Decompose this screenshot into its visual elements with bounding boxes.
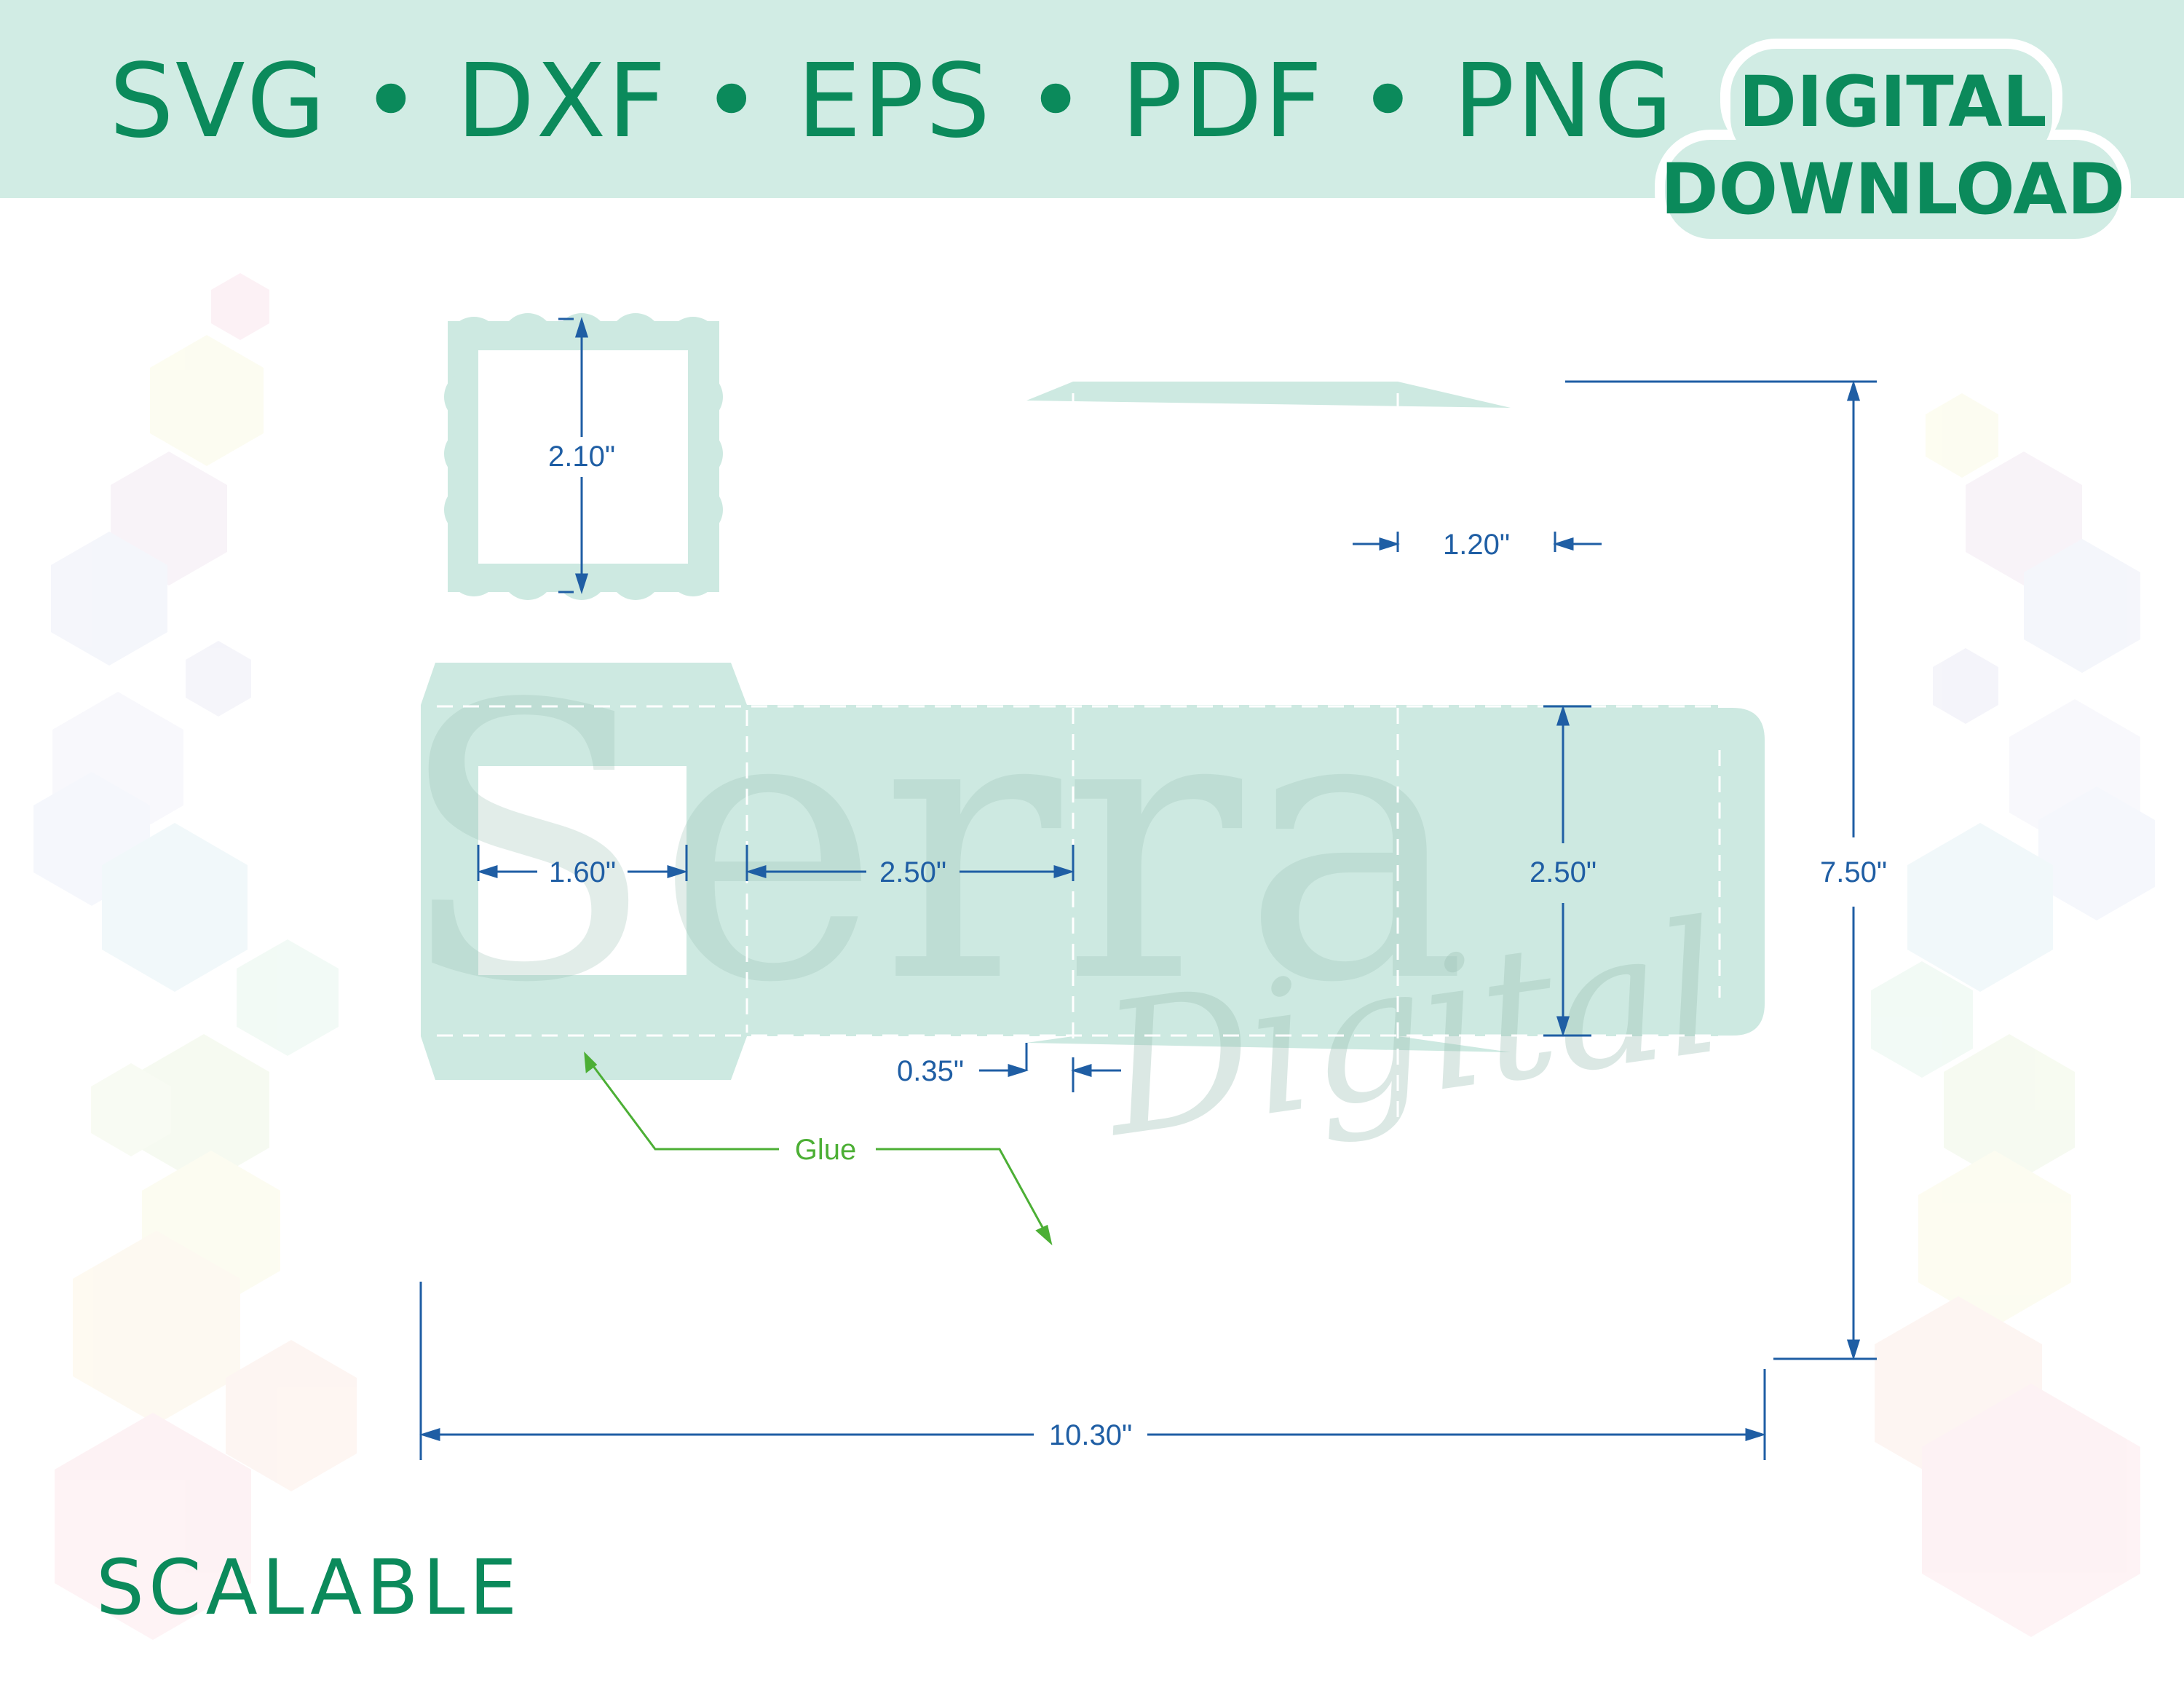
digital-download-text: DIGITAL DOWNLOAD [1653, 58, 2133, 233]
dim-panel-width-label: 2.50" [879, 856, 946, 888]
hexagon-decoration [33, 273, 2155, 1640]
dim-window-width-label: 1.60" [549, 856, 616, 888]
scalable-label: SCALABLE [96, 1543, 522, 1632]
watermark-brand: Serra [397, 624, 1468, 1065]
file-formats-heading: SVG • DXF • EPS • PDF • PNG [109, 42, 1674, 161]
box-net [421, 382, 1765, 1080]
dim-flap-width-label: 1.20" [1443, 529, 1510, 561]
side-flap-panel [1398, 708, 1765, 1036]
dim-total-width-label: 10.30" [1049, 1419, 1132, 1451]
dim-panel-height-label: 2.50" [1530, 856, 1597, 888]
badge-line-1: DIGITAL [1738, 61, 2047, 143]
top-lid-panel [1026, 382, 1511, 408]
dim-tab-width-label: 0.35" [897, 1055, 964, 1087]
digital-download-badge [1655, 39, 2131, 249]
dimension-lines [419, 317, 1877, 1460]
bottom-panel [1026, 1036, 1511, 1052]
dim-frame-height-label: 2.10" [548, 441, 615, 473]
dim-total-height-label: 7.50" [1820, 856, 1887, 888]
glue-label: Glue [795, 1134, 857, 1166]
glue-leaders [584, 1052, 1053, 1246]
scalloped-window-frame [444, 313, 723, 600]
badge-line-2: DOWNLOAD [1660, 149, 2126, 230]
